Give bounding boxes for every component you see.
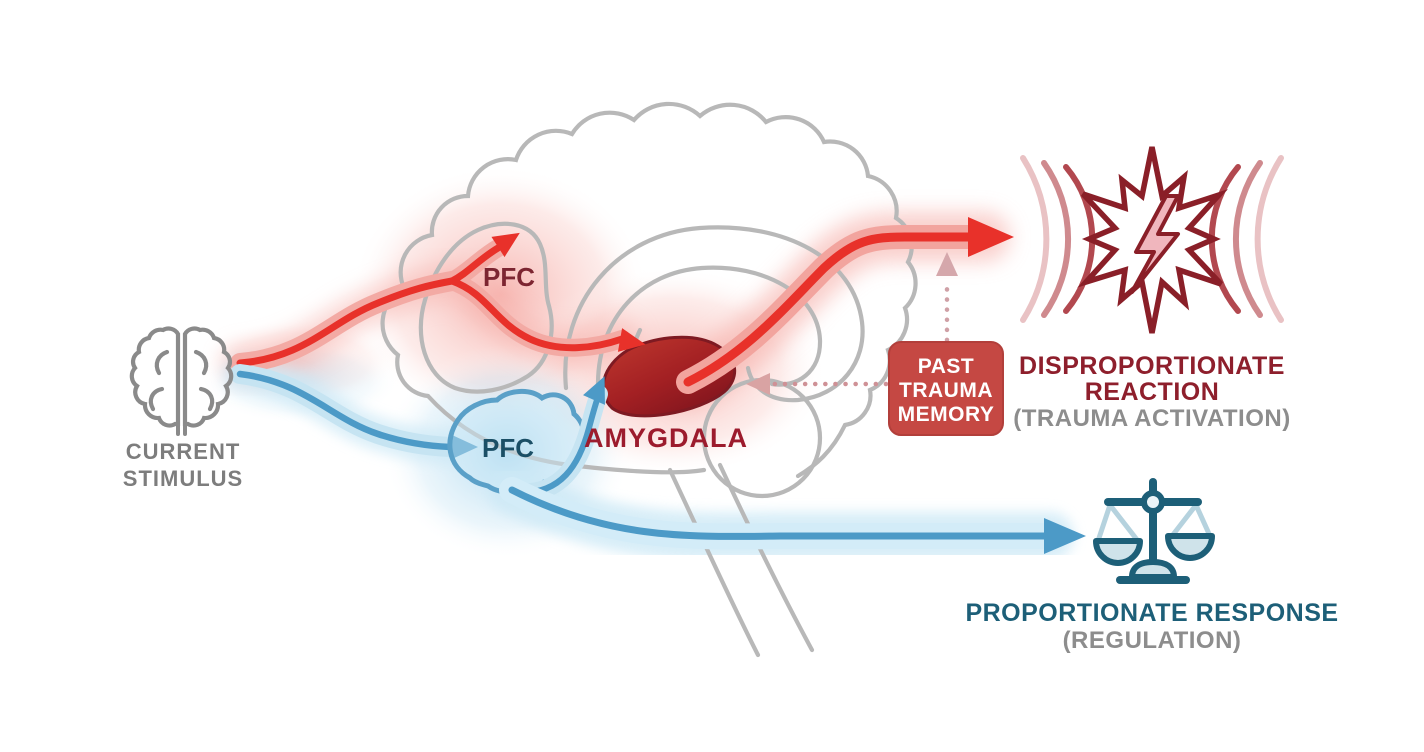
occipital-lower-line <box>795 422 848 479</box>
outcome-top-subtitle: (TRAUMA ACTIVATION) <box>1013 405 1290 432</box>
outcome-top-line2: REACTION <box>1085 378 1220 406</box>
memory-box-line1: PAST <box>918 355 974 378</box>
current-stimulus-line2: STIMULUS <box>123 466 243 491</box>
amygdala-label: AMYGDALA <box>584 423 748 453</box>
limbic-inner-loop <box>595 265 823 387</box>
brain-icon-left-hemisphere <box>129 326 181 428</box>
burst-icon <box>1020 146 1284 334</box>
brain-icon <box>129 326 234 436</box>
fast-pathway-red <box>230 217 1014 394</box>
scales-icon <box>1093 478 1215 584</box>
cortex-outline <box>380 101 918 428</box>
memory-box-line2: TRAUMA <box>899 379 993 402</box>
brainstem-line-1 <box>667 467 761 658</box>
pfc-region-outline <box>418 221 554 394</box>
amygdala-shape <box>601 335 737 418</box>
outcome-bottom-subtitle: (REGULATION) <box>1063 627 1242 654</box>
memory-feedback-arrows <box>746 252 958 395</box>
pfc-slow-label: PFC <box>482 433 534 463</box>
memory-box-line3: MEMORY <box>898 403 995 426</box>
brain-icon-right-hemisphere <box>182 326 234 428</box>
brainstem-line-2 <box>717 462 815 653</box>
past-trauma-memory-box: PAST TRAUMA MEMORY <box>888 341 1004 436</box>
current-stimulus-line1: CURRENT <box>126 439 241 464</box>
outcome-bottom-title: PROPORTIONATE RESPONSE <box>965 599 1338 627</box>
outcome-top-line1: DISPROPORTIONATE <box>1019 352 1285 380</box>
pfc-fast-label: PFC <box>483 262 535 292</box>
slow-pathway-blue <box>230 364 1086 554</box>
brain-icon-stem <box>176 422 187 436</box>
lightning-bolt-icon <box>1130 194 1180 294</box>
